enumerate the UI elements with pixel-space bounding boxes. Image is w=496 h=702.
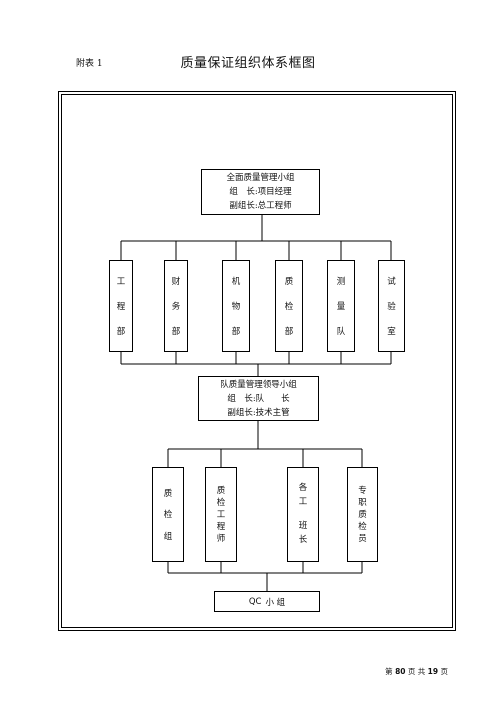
department-box-survey-team: 测 量 队 (327, 260, 355, 352)
unit-box-quality-engineer: 质 检 工 程 师 (205, 467, 237, 562)
unit-char: 工 (298, 497, 308, 508)
footer-pre: 第 (385, 667, 393, 676)
footer-mid: 页 共 (407, 667, 426, 676)
department-char: 机 (231, 277, 241, 288)
unit-char: 质 (163, 488, 173, 499)
unit-char: 各 (298, 483, 308, 494)
top-group-deputy: 副组长:总工程师 (229, 201, 292, 211)
page-title: 质量保证组织体系框图 (180, 56, 316, 71)
unit-box-full-time-inspector: 专 职 质 检 员 (347, 467, 378, 562)
unit-char: 质 (358, 509, 367, 520)
department-char: 测 (336, 277, 346, 288)
team-quality-leadership-group-box: 队质量管理领导小组 组 长:队 长 副组长:技术主管 (198, 376, 319, 421)
unit-char: 班 (298, 520, 308, 531)
department-char: 室 (387, 326, 396, 337)
unit-box-inspection-team: 质 检 组 (152, 467, 184, 562)
appendix-label: 附表 1 (76, 59, 103, 69)
footer-total-pages: 19 (427, 667, 439, 676)
footer-post: 页 (440, 667, 449, 676)
department-char: 部 (284, 326, 294, 337)
diagram-frame-outer (58, 91, 456, 631)
qc-text: 小 组 (265, 597, 286, 608)
unit-char: 职 (358, 497, 367, 508)
unit-char: 程 (216, 521, 226, 532)
top-group-title: 全面质量管理小组 (226, 173, 295, 183)
department-char: 程 (116, 301, 126, 312)
mid-group-title: 队质量管理领导小组 (220, 379, 297, 390)
department-box-laboratory: 试 验 室 (378, 260, 405, 352)
unit-char: 组 (163, 532, 173, 543)
department-char: 队 (336, 326, 346, 337)
unit-char: 专 (358, 485, 367, 496)
top-group-leader: 组 长:项目经理 (229, 187, 292, 197)
department-box-quality-inspection: 质 检 部 (275, 260, 303, 352)
diagram-frame-inner (61, 94, 453, 628)
page-footer: 第 80 页 共 19 页 (385, 666, 448, 677)
qc-prefix: QC (248, 596, 262, 607)
department-char: 部 (171, 326, 181, 337)
unit-char: 师 (216, 533, 226, 544)
department-box-engineering: 工 程 部 (109, 260, 133, 352)
department-char: 部 (116, 326, 126, 337)
mid-group-leader: 组 长:队 长 (227, 393, 290, 404)
department-char: 务 (171, 301, 181, 312)
department-char: 工 (116, 277, 126, 288)
unit-char: 长 (298, 534, 308, 545)
quality-management-group-box: 全面质量管理小组 组 长:项目经理 副组长:总工程师 (201, 169, 320, 215)
department-char: 量 (336, 301, 346, 312)
department-char: 试 (387, 277, 396, 288)
department-char: 部 (231, 326, 241, 337)
footer-page-number: 80 (395, 667, 406, 676)
unit-char: 工 (216, 509, 226, 520)
department-char: 检 (284, 301, 294, 312)
mid-group-deputy: 副组长:技术主管 (227, 407, 290, 418)
department-box-materials: 机 物 部 (222, 260, 250, 352)
department-char: 财 (171, 277, 181, 288)
department-char: 验 (387, 301, 396, 312)
department-char: 物 (231, 301, 241, 312)
unit-box-shift-leaders: 各 工 班 长 (287, 467, 319, 562)
unit-char: 检 (216, 497, 226, 508)
unit-char: 员 (358, 533, 367, 544)
qc-group-box: QC 小 组 (214, 591, 320, 612)
unit-char: 检 (358, 521, 367, 532)
unit-char: 检 (163, 510, 173, 521)
department-char: 质 (284, 277, 294, 288)
unit-char: 质 (216, 485, 226, 496)
department-box-finance: 财 务 部 (164, 260, 188, 352)
